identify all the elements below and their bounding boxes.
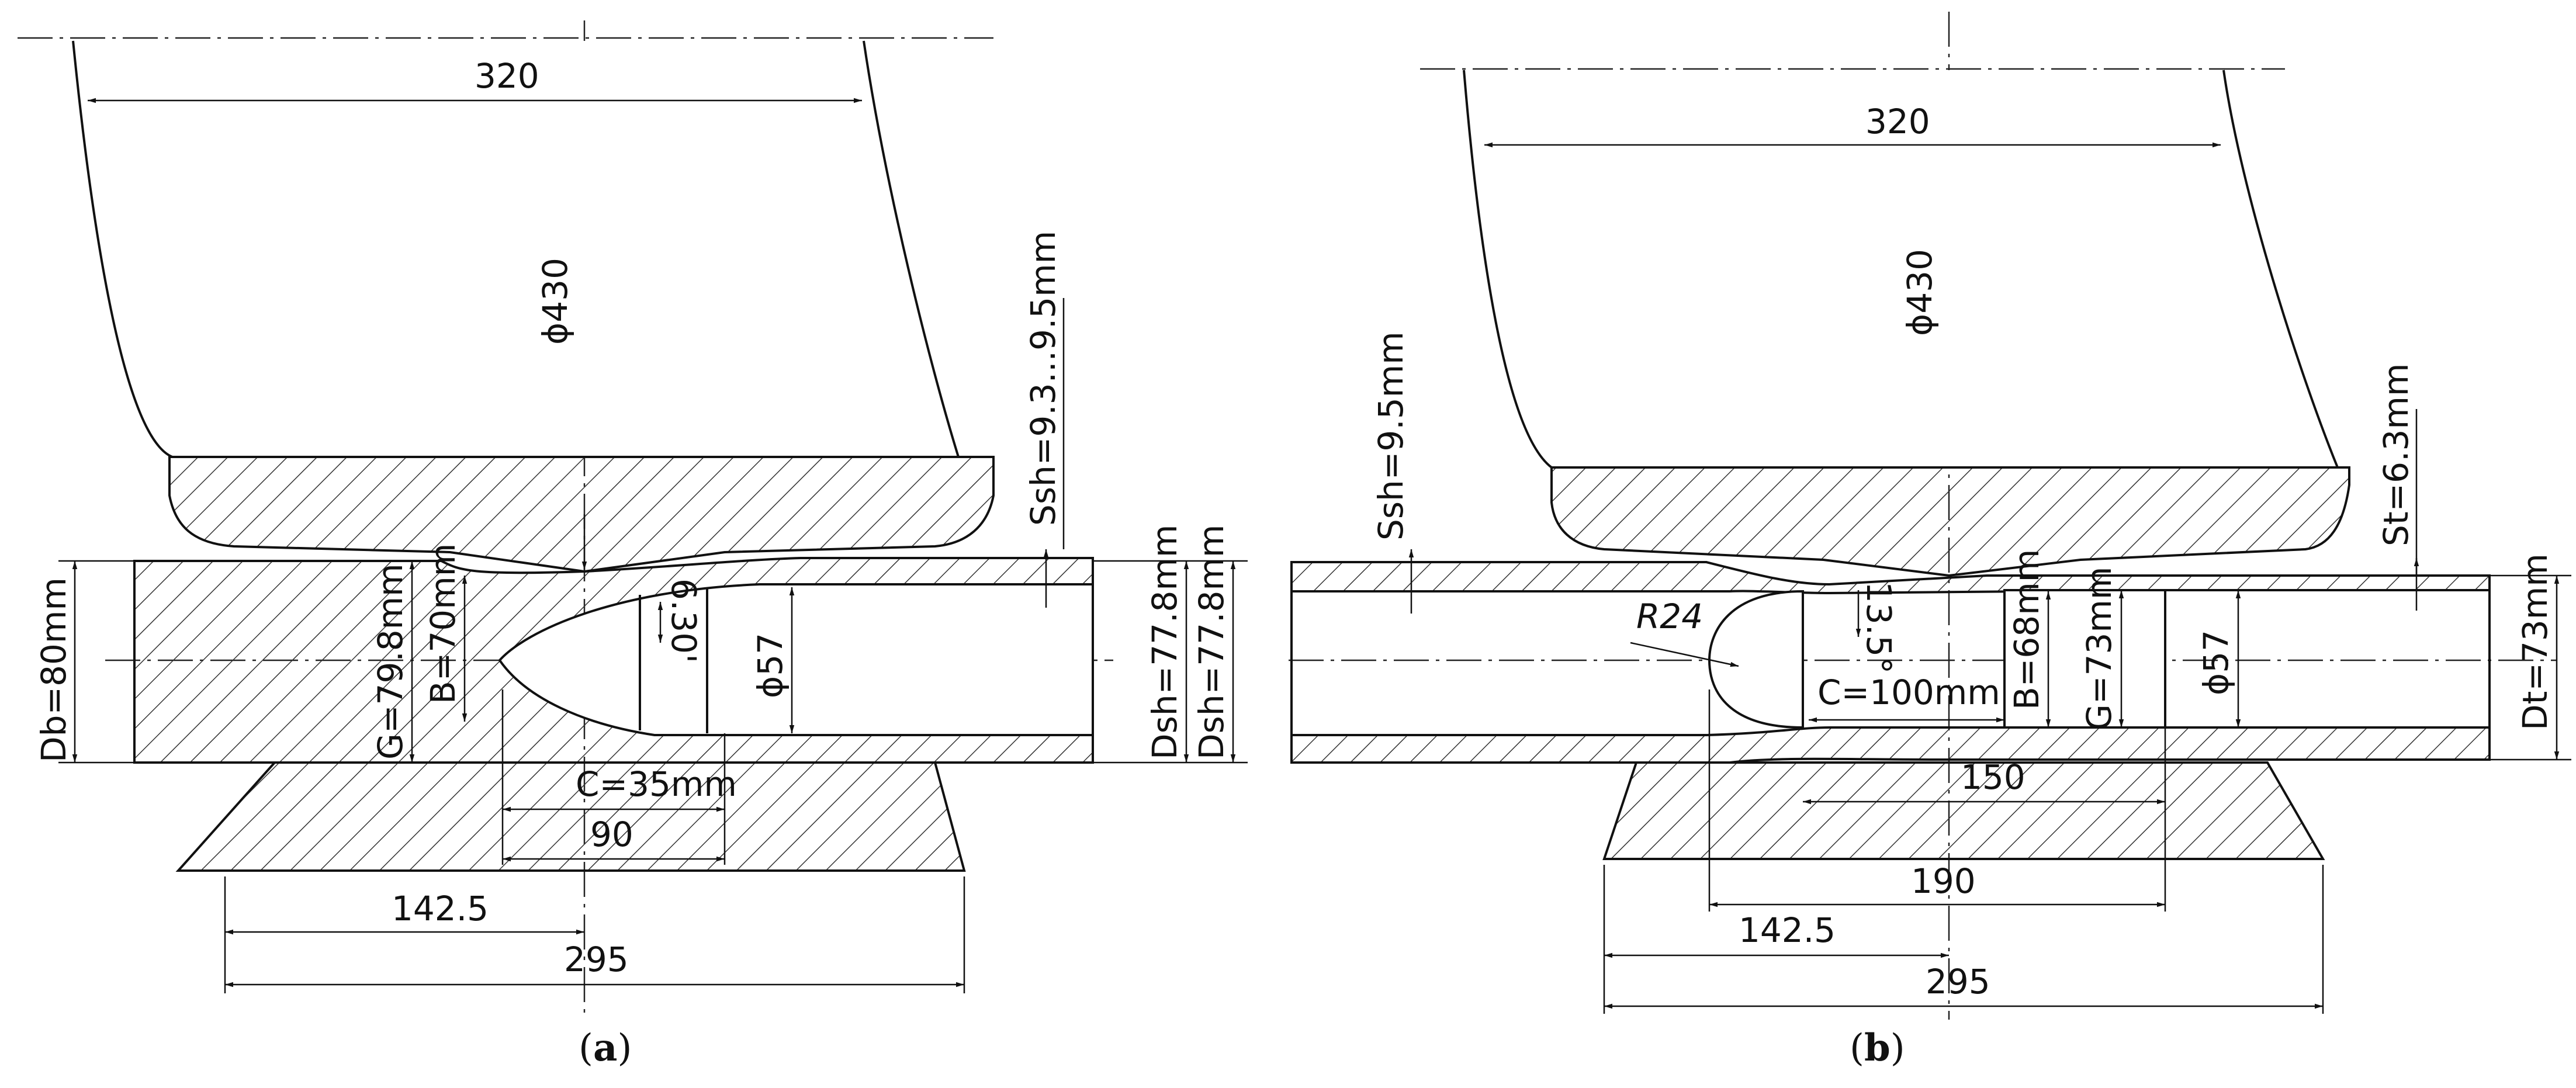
b-label-mandrel: ϕ57 (2196, 630, 2236, 695)
b-label-295: 295 (1926, 962, 1990, 1002)
a-label-d-sh-1: Dsh=77.8mm (1145, 525, 1185, 760)
b-label-d-t: Dt=73mm (2515, 553, 2555, 730)
b-caption: (b) (1850, 1026, 1905, 1070)
b-tube-wall-bottom (1290, 726, 2491, 764)
b-label-diameter-430: ϕ430 (1900, 249, 1940, 336)
b-dim-r24 (1630, 642, 1739, 667)
b-upper-roll-section (1550, 466, 2350, 577)
a-upper-roll-section (168, 456, 995, 573)
a-piercing-cavity (498, 583, 1094, 736)
b-label-s-t: St=6.3mm (2376, 363, 2416, 546)
a-label-angle: 6.30' (664, 578, 704, 663)
a-caption: (a) (579, 1026, 632, 1070)
a-label-s-sh: Ssh=9.3...9.5mm (1023, 231, 1063, 526)
a-label-90: 90 (590, 815, 633, 854)
b-mandrel-nose (1708, 590, 1804, 729)
b-label-320: 320 (1865, 102, 1930, 141)
panel-a: 320 ϕ430 Ssh=9.3...9.5mm Db=80mm G=79.8m… (18, 20, 1248, 1070)
a-label-d-sh-2: Dsh=77.8mm (1192, 525, 1231, 760)
a-label-295: 295 (564, 940, 629, 979)
a-label-b: B=70mm (423, 543, 463, 704)
b-label-142: 142.5 (1739, 910, 1836, 950)
panel-b: 320 ϕ430 Ssh=9.5mm St=6.3mm R24 13.5° C=… (1289, 12, 2571, 1070)
a-label-g: G=79.8mm (371, 563, 410, 760)
a-upper-roll (72, 40, 960, 458)
b-lower-roll (1602, 761, 2325, 860)
b-label-s-sh: Ssh=9.5mm (1371, 331, 1411, 540)
b-label-150: 150 (1961, 757, 2026, 797)
a-label-d-b: Db=80mm (34, 577, 74, 763)
b-label-r24: R24 (1636, 597, 1703, 636)
b-mandrel-body (2003, 589, 2166, 729)
a-label-diameter-430: ϕ430 (535, 258, 575, 345)
a-label-mandrel: ϕ57 (750, 633, 790, 698)
b-label-angle: 13.5° (1859, 581, 1899, 674)
b-label-c: C=100mm (1817, 673, 2000, 712)
a-label-c: C=35mm (576, 764, 737, 804)
a-lower-roll (175, 761, 966, 872)
a-label-142: 142.5 (392, 889, 489, 928)
a-label-320: 320 (475, 56, 539, 96)
b-label-b: B=68mm (2007, 549, 2047, 710)
b-label-190: 190 (1911, 861, 1976, 901)
b-label-g: G=73mm (2079, 567, 2119, 730)
